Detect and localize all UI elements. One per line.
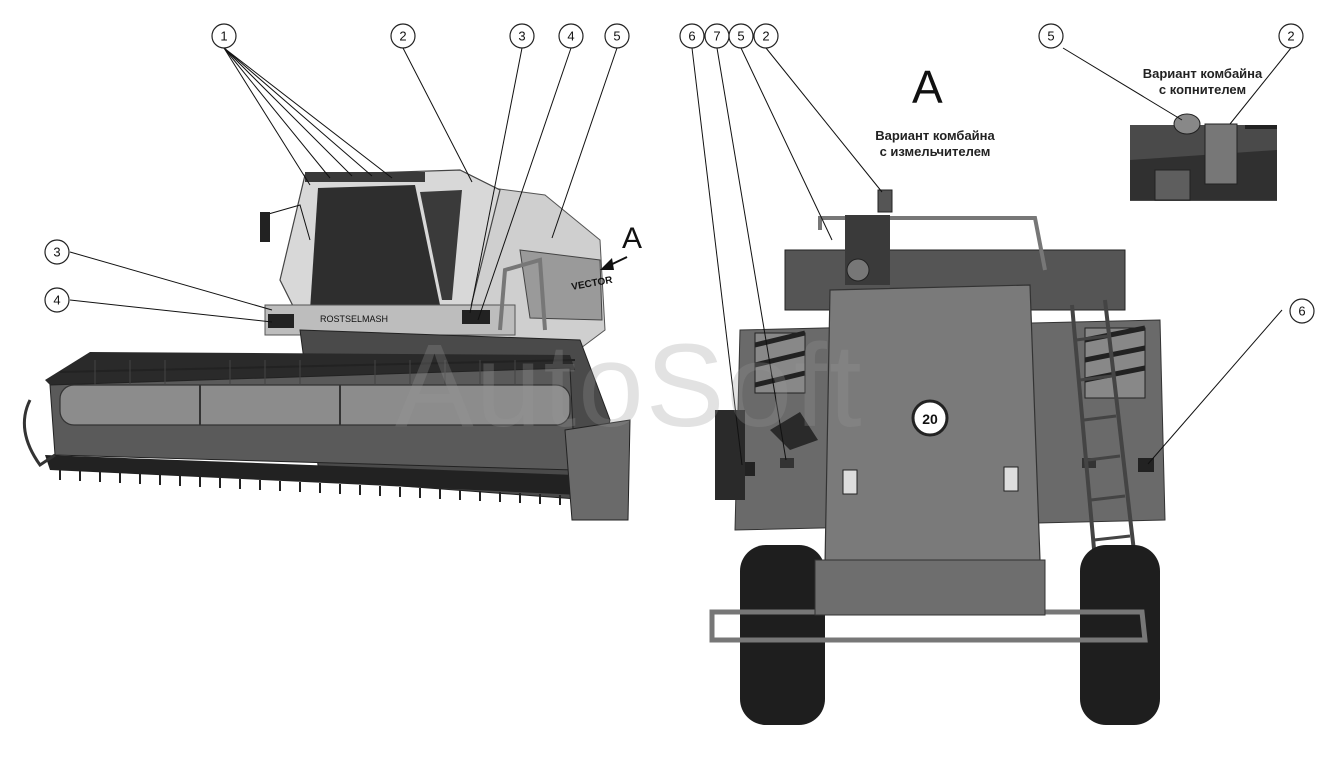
callout-3-top: 3 <box>509 23 535 49</box>
callout-4-top: 4 <box>558 23 584 49</box>
callout-4-left: 4 <box>44 287 70 313</box>
svg-text:7: 7 <box>713 29 720 44</box>
callout-2-inset: 2 <box>1278 23 1304 49</box>
svg-text:6: 6 <box>688 29 695 44</box>
hopper-variant-inset <box>1062 47 1292 201</box>
svg-text:1: 1 <box>220 29 227 44</box>
svg-text:2: 2 <box>762 29 769 44</box>
callout-7-rear: 7 <box>704 23 730 49</box>
callout-2: 2 <box>390 23 416 49</box>
view-label-A: A <box>912 61 943 113</box>
brand-label: ROSTSELMASH <box>320 314 388 324</box>
combine-front-view: ROSTSELMASH VECTOR <box>22 169 631 521</box>
combine-rear-view: 20 <box>709 189 1166 725</box>
callout-1: 1 <box>211 23 237 49</box>
callout-2-rear: 2 <box>753 23 779 49</box>
callout-6-right: 6 <box>1289 298 1315 324</box>
speed-limit-value: 20 <box>922 411 938 427</box>
svg-text:2: 2 <box>1287 29 1294 44</box>
svg-text:5: 5 <box>613 29 620 44</box>
rear-leaders <box>691 47 1283 466</box>
callout-3-left: 3 <box>44 239 70 265</box>
caption-hopper-line2: с копнителем <box>1158 82 1247 97</box>
svg-text:4: 4 <box>567 29 574 44</box>
svg-text:6: 6 <box>1298 304 1305 319</box>
callout-5-inset: 5 <box>1038 23 1064 49</box>
front-leaders <box>69 47 628 323</box>
watermark: AutoSoft <box>395 320 864 452</box>
caption-chopper-line1: Вариант комбайна <box>875 128 995 143</box>
svg-text:4: 4 <box>53 293 60 308</box>
caption-chopper-variant: Вариант комбайна с измельчителем <box>855 128 1015 160</box>
view-pointer-A: A <box>622 222 643 255</box>
svg-text:5: 5 <box>737 29 744 44</box>
svg-text:3: 3 <box>518 29 525 44</box>
svg-text:5: 5 <box>1047 29 1054 44</box>
caption-hopper-variant: Вариант комбайна с копнителем <box>1120 66 1285 98</box>
speed-limit-sign <box>911 399 949 437</box>
svg-text:3: 3 <box>53 245 60 260</box>
callout-5-top: 5 <box>604 23 630 49</box>
svg-text:2: 2 <box>399 29 406 44</box>
callout-5-rear: 5 <box>728 23 754 49</box>
caption-hopper-line1: Вариант комбайна <box>1142 66 1263 81</box>
caption-chopper-line2: с измельчителем <box>879 144 991 159</box>
callout-6-rear: 6 <box>679 23 705 49</box>
